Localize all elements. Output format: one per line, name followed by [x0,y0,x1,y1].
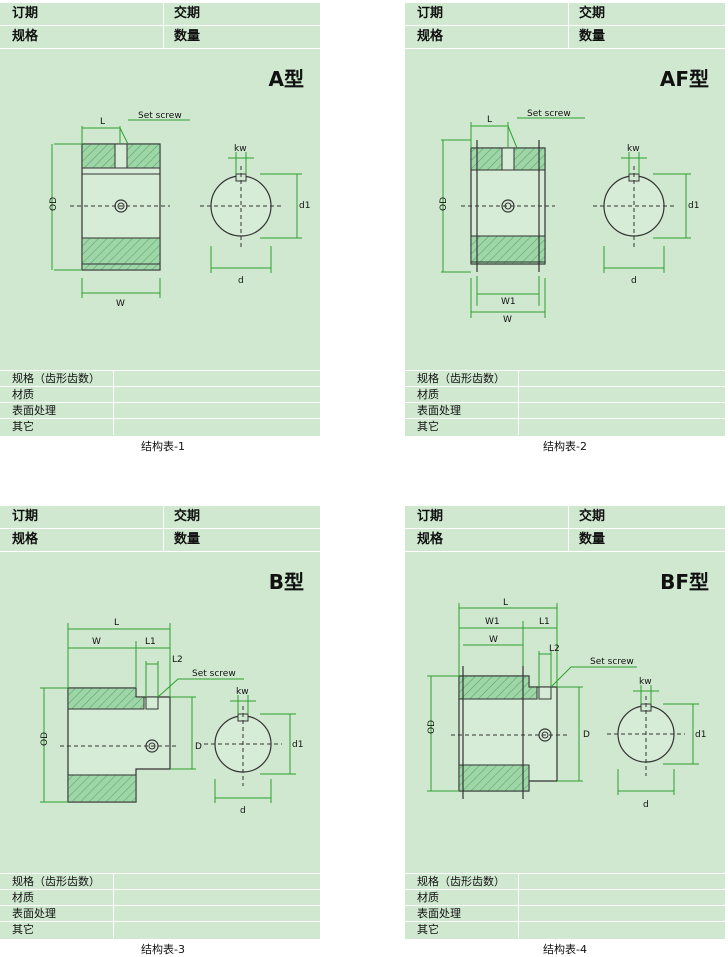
dim-d1: d1 [292,740,303,750]
spec-row: 规格（齿形齿数） [0,370,320,387]
dim-set-screw: Set screw [590,657,634,667]
dim-cap-d: D [195,742,202,752]
dim-l: L [503,598,508,608]
delivery-date-label: 交期 [174,509,201,524]
dim-d: d [631,276,637,286]
spec-label: 规格 [12,29,39,44]
caption-1: 结构表-1 [141,440,185,453]
spec-row: 材质 [0,386,320,403]
header-row-1: 订期 交期 [0,3,320,26]
dim-d1: d1 [299,201,310,211]
spec-row: 其它 [0,418,320,435]
header-row-1: 订期 交期 [0,506,320,529]
quantity-label: 数量 [174,532,201,547]
header-row-2: 规格 数量 [405,26,725,49]
dim-l: L [114,618,119,628]
quantity-label: 数量 [174,29,201,44]
panel-a: 订期 交期 规格 数量 A型 [0,3,320,436]
spec-row: 表面处理 [405,905,725,922]
dim-l1: L1 [539,617,550,627]
order-date-label: 订期 [417,6,444,21]
dim-w: W [503,315,512,325]
spec-row: 材质 [405,386,725,403]
spec-row: 材质 [405,889,725,906]
dim-kw: kw [234,144,247,154]
dim-w: W [489,635,498,645]
panel-b: 订期 交期 规格 数量 B型 [0,506,320,939]
dim-w: W [92,637,101,647]
dim-od: OD [40,732,50,746]
header-row-1: 订期 交期 [405,3,725,26]
diagram-af: L Set screw OD W1 W kw d1 d [439,109,699,325]
caption-3: 结构表-3 [141,943,185,956]
diagram-bf: L W1 L1 W L2 Set screw OD D kw d1 d [427,598,706,810]
order-date-label: 订期 [417,509,444,524]
panel-af: 订期 交期 规格 数量 AF型 [405,3,725,436]
dim-d: d [643,800,649,810]
dim-set-screw: Set screw [192,669,236,679]
dim-d1: d1 [688,201,699,211]
spec-row: 规格（齿形齿数） [405,370,725,387]
dim-od: OD [427,720,437,734]
dim-d1: d1 [695,730,706,740]
spec-row: 规格（齿形齿数） [0,873,320,890]
spec-label: 规格 [417,532,444,547]
header-row-2: 规格 数量 [0,26,320,49]
spec-row: 其它 [0,921,320,938]
dim-d: d [240,806,246,816]
dim-kw: kw [236,687,249,697]
dim-w1: W1 [501,297,516,307]
spec-row: 材质 [0,889,320,906]
diagram-a: L Set screw OD W kw d1 d [49,111,310,309]
dim-l1: L1 [145,637,156,647]
dim-l: L [487,115,492,125]
dim-kw: kw [627,144,640,154]
dim-l: L [100,117,105,127]
dim-w: W [116,299,125,309]
delivery-date-label: 交期 [174,6,201,21]
spec-row: 表面处理 [0,402,320,419]
dim-w1: W1 [485,617,500,627]
type-label: B型 [268,570,304,594]
panel-bf: 订期 交期 规格 数量 BF型 [405,506,725,939]
dim-l2: L2 [172,655,183,665]
spec-row: 规格（齿形齿数） [405,873,725,890]
dim-kw: kw [639,677,652,687]
type-label: A型 [268,67,304,91]
delivery-date-label: 交期 [579,6,606,21]
dim-set-screw: Set screw [138,111,182,121]
dim-od: OD [49,197,59,211]
spec-row: 表面处理 [0,905,320,922]
caption-2: 结构表-2 [543,440,587,453]
delivery-date-label: 交期 [579,509,606,524]
type-label: AF型 [659,67,709,91]
dim-set-screw: Set screw [527,109,571,119]
caption-4: 结构表-4 [543,943,587,956]
type-label: BF型 [660,570,709,594]
dim-d: d [238,276,244,286]
dim-l2: L2 [549,644,560,654]
diagram-b: L W L1 L2 Set screw OD D kw d1 d [40,618,303,816]
spec-label: 规格 [417,29,444,44]
dim-cap-d: D [583,730,590,740]
order-date-label: 订期 [12,6,39,21]
header-row-1: 订期 交期 [405,506,725,529]
order-date-label: 订期 [12,509,39,524]
dim-od: OD [439,197,449,211]
spec-row: 其它 [405,921,725,938]
quantity-label: 数量 [579,532,606,547]
header-row-2: 规格 数量 [405,529,725,552]
spec-label: 规格 [12,532,39,547]
spec-row: 其它 [405,418,725,435]
header-row-2: 规格 数量 [0,529,320,552]
quantity-label: 数量 [579,29,606,44]
spec-row: 表面处理 [405,402,725,419]
